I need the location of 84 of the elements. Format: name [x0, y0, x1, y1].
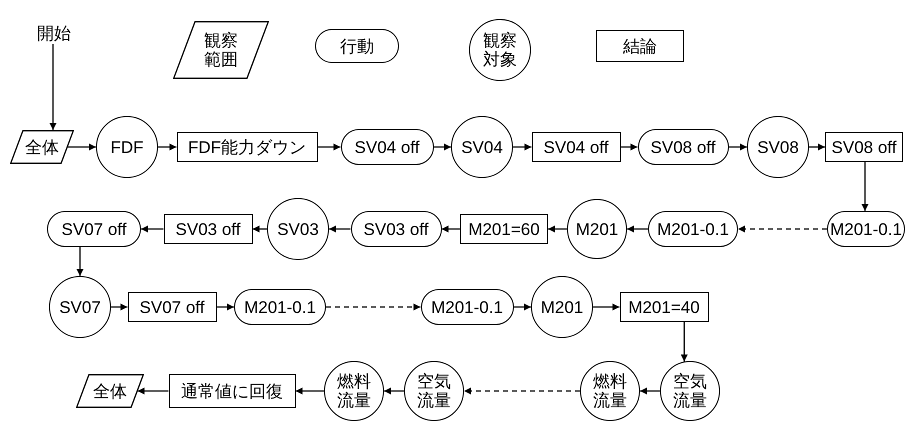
node-label: SV04	[461, 138, 503, 156]
arrow	[296, 388, 324, 394]
node-label: 空気流量	[672, 372, 708, 410]
rounded-box	[638, 129, 728, 165]
node-label: M201-0.1	[431, 298, 503, 316]
node-label: M201=40	[628, 298, 700, 316]
arrow	[329, 226, 350, 232]
rounded-box	[315, 29, 399, 63]
start-label: 開始	[37, 24, 71, 42]
node-label: 通常値に回復	[181, 382, 283, 400]
parallelogram-box	[10, 130, 74, 164]
arrow	[627, 226, 648, 232]
arrow	[138, 388, 168, 394]
node-label: SV07	[59, 298, 101, 316]
process-box	[128, 292, 216, 322]
rounded-box	[827, 211, 905, 247]
node-label: SV07 off	[140, 298, 204, 316]
arrow	[728, 144, 747, 150]
arrow	[640, 388, 660, 394]
node-label: 結論	[623, 36, 657, 56]
node-label: M201-0.1	[244, 298, 316, 316]
arrow	[434, 144, 451, 150]
arrow	[216, 304, 234, 310]
rounded-box	[234, 289, 326, 325]
node-label: 燃料流量	[336, 372, 372, 410]
arrow	[384, 388, 404, 394]
arrow	[326, 304, 420, 310]
arrow	[548, 226, 567, 232]
node-label: SV04 off	[544, 138, 608, 156]
arrow	[514, 304, 531, 310]
arrow	[318, 144, 340, 150]
node-label: SV08	[757, 138, 799, 156]
node-label: M201	[576, 220, 618, 238]
parallelogram-box	[173, 21, 269, 79]
process-box	[596, 30, 684, 62]
node-label: M201=60	[468, 220, 540, 238]
process-box	[168, 374, 296, 408]
node-label: FDF	[110, 138, 144, 156]
rounded-box	[420, 289, 514, 325]
arrow	[68, 144, 96, 150]
node-label: 観察対象	[482, 31, 518, 69]
node-label: SV07 off	[62, 220, 126, 238]
arrow	[862, 162, 868, 211]
node-label: SV03 off	[176, 220, 240, 238]
arrow	[76, 247, 84, 276]
process-box	[620, 292, 708, 322]
node-label: SV08 off	[650, 138, 716, 156]
arrow	[620, 144, 638, 150]
arrow	[50, 44, 56, 130]
arrow	[141, 226, 164, 232]
arrow	[738, 226, 827, 232]
process-box	[460, 214, 548, 244]
arrow	[464, 388, 580, 394]
rounded-box	[340, 129, 434, 165]
node-label: M201	[540, 298, 584, 316]
node-label: 全体	[25, 138, 59, 156]
process-box	[825, 132, 903, 162]
node-label: 空気流量	[416, 372, 452, 410]
node-label: SV03	[277, 220, 319, 238]
arrow	[158, 144, 176, 150]
node-label: 行動	[340, 36, 374, 56]
node-label: 観察範囲	[203, 31, 239, 69]
process-box	[164, 214, 252, 244]
node-label: SV03 off	[364, 220, 428, 238]
node-label: FDF能力ダウン	[188, 138, 306, 156]
node-label: M201-0.1	[657, 220, 729, 238]
arrow	[513, 144, 532, 150]
rounded-box	[47, 211, 141, 247]
node-label: 全体	[93, 382, 127, 400]
node-label: SV08 off	[832, 138, 896, 156]
process-box	[532, 132, 620, 162]
rounded-box	[350, 211, 442, 247]
process-box	[176, 132, 318, 162]
arrow	[111, 304, 128, 310]
node-label: M201-0.1	[830, 220, 902, 238]
arrow	[809, 144, 825, 150]
arrow	[680, 322, 688, 362]
arrow	[442, 226, 460, 232]
arrow	[593, 304, 620, 310]
node-label: SV04 off	[354, 138, 420, 156]
arrow	[252, 226, 267, 232]
rounded-box	[648, 211, 738, 247]
parallelogram-box	[76, 374, 144, 408]
node-label: 燃料流量	[592, 372, 628, 410]
